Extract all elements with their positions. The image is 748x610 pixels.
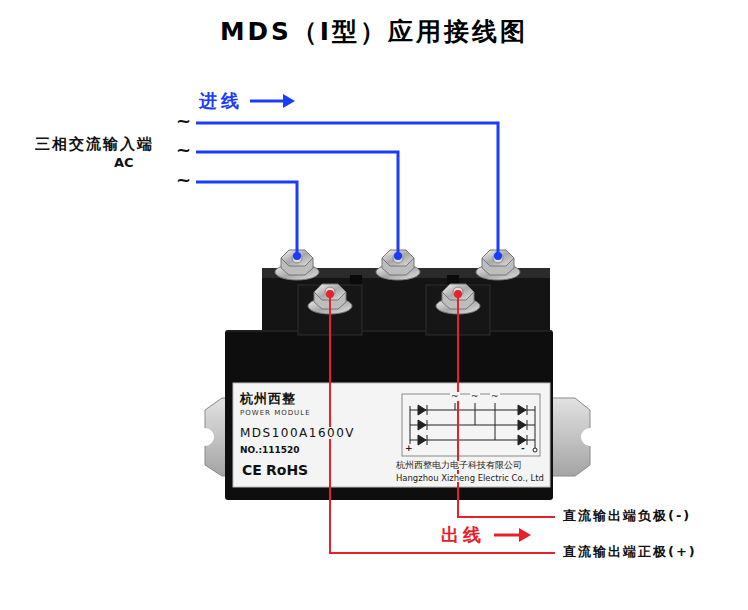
input-wire (196, 182, 297, 256)
input-wire-ends (293, 252, 502, 260)
label-plate: 杭州西整 POWER MODULE MDS100A1600V NO.:111520CE… (233, 383, 550, 487)
bridge-schematic (402, 394, 540, 456)
ac-symbol: ~ (175, 141, 192, 159)
schematic-mark: ~ (470, 392, 480, 401)
output-label: 直流输出端负极(-) (562, 509, 692, 522)
schematic-mark: ~ (490, 392, 500, 401)
output-wires (330, 294, 555, 553)
housing-front (225, 330, 553, 500)
company-name: 杭州西整电力电子科技有限公司 (395, 461, 523, 470)
housing-edge (226, 331, 552, 332)
wire-direction: 进线 (198, 92, 244, 110)
diagram-title: MDS（I型）应用接线图 (0, 20, 748, 45)
schematic-tap (455, 403, 456, 410)
company-name-en: Hangzhou Xizheng Electric Co., Ltd (395, 474, 545, 482)
product-line: POWER MODULE (239, 410, 312, 417)
module-housing (225, 268, 553, 500)
input-label: AC (113, 156, 135, 169)
terminal-nut (476, 250, 520, 280)
serial-number: NO.:111520 (239, 446, 301, 455)
mount-notch (196, 428, 214, 446)
input-wires (196, 123, 498, 256)
mount-notch (581, 428, 599, 446)
terminal-nut (376, 250, 420, 280)
output-label: 直流输出端正极(+) (562, 545, 698, 558)
schematic-mark: - (520, 444, 526, 453)
output-wire-ends (326, 290, 462, 298)
rohs-mark: RoHS (265, 463, 309, 477)
schematic-row (410, 425, 535, 426)
output-wire (458, 294, 555, 517)
schematic-mark: ~ (450, 392, 460, 401)
input-label: 三相交流输入端 (34, 137, 155, 152)
input-wire (196, 152, 398, 256)
schematic-tap (495, 403, 496, 440)
schematic-row (410, 440, 535, 441)
brand-name: 杭州西整 (239, 392, 297, 405)
ce-mark: CE (241, 463, 263, 477)
input-wire (196, 123, 498, 256)
input-arrow (250, 94, 295, 108)
schematic-frame (402, 394, 540, 456)
diode-symbols (418, 405, 527, 445)
model-number: MDS100A1600V (239, 427, 356, 439)
schematic-tap (475, 403, 476, 425)
schematic-row (410, 410, 535, 411)
wire-direction: 出线 (440, 526, 486, 544)
schematic-terminal (533, 448, 537, 452)
ac-symbol: ~ (175, 171, 192, 189)
terminal-nut (275, 250, 319, 280)
output-arrow (494, 528, 531, 542)
schematic-mark: + (404, 444, 414, 453)
label-plate (233, 383, 550, 487)
ac-symbol: ~ (175, 112, 192, 130)
output-wire (330, 294, 555, 553)
schematic-rail (535, 406, 536, 450)
